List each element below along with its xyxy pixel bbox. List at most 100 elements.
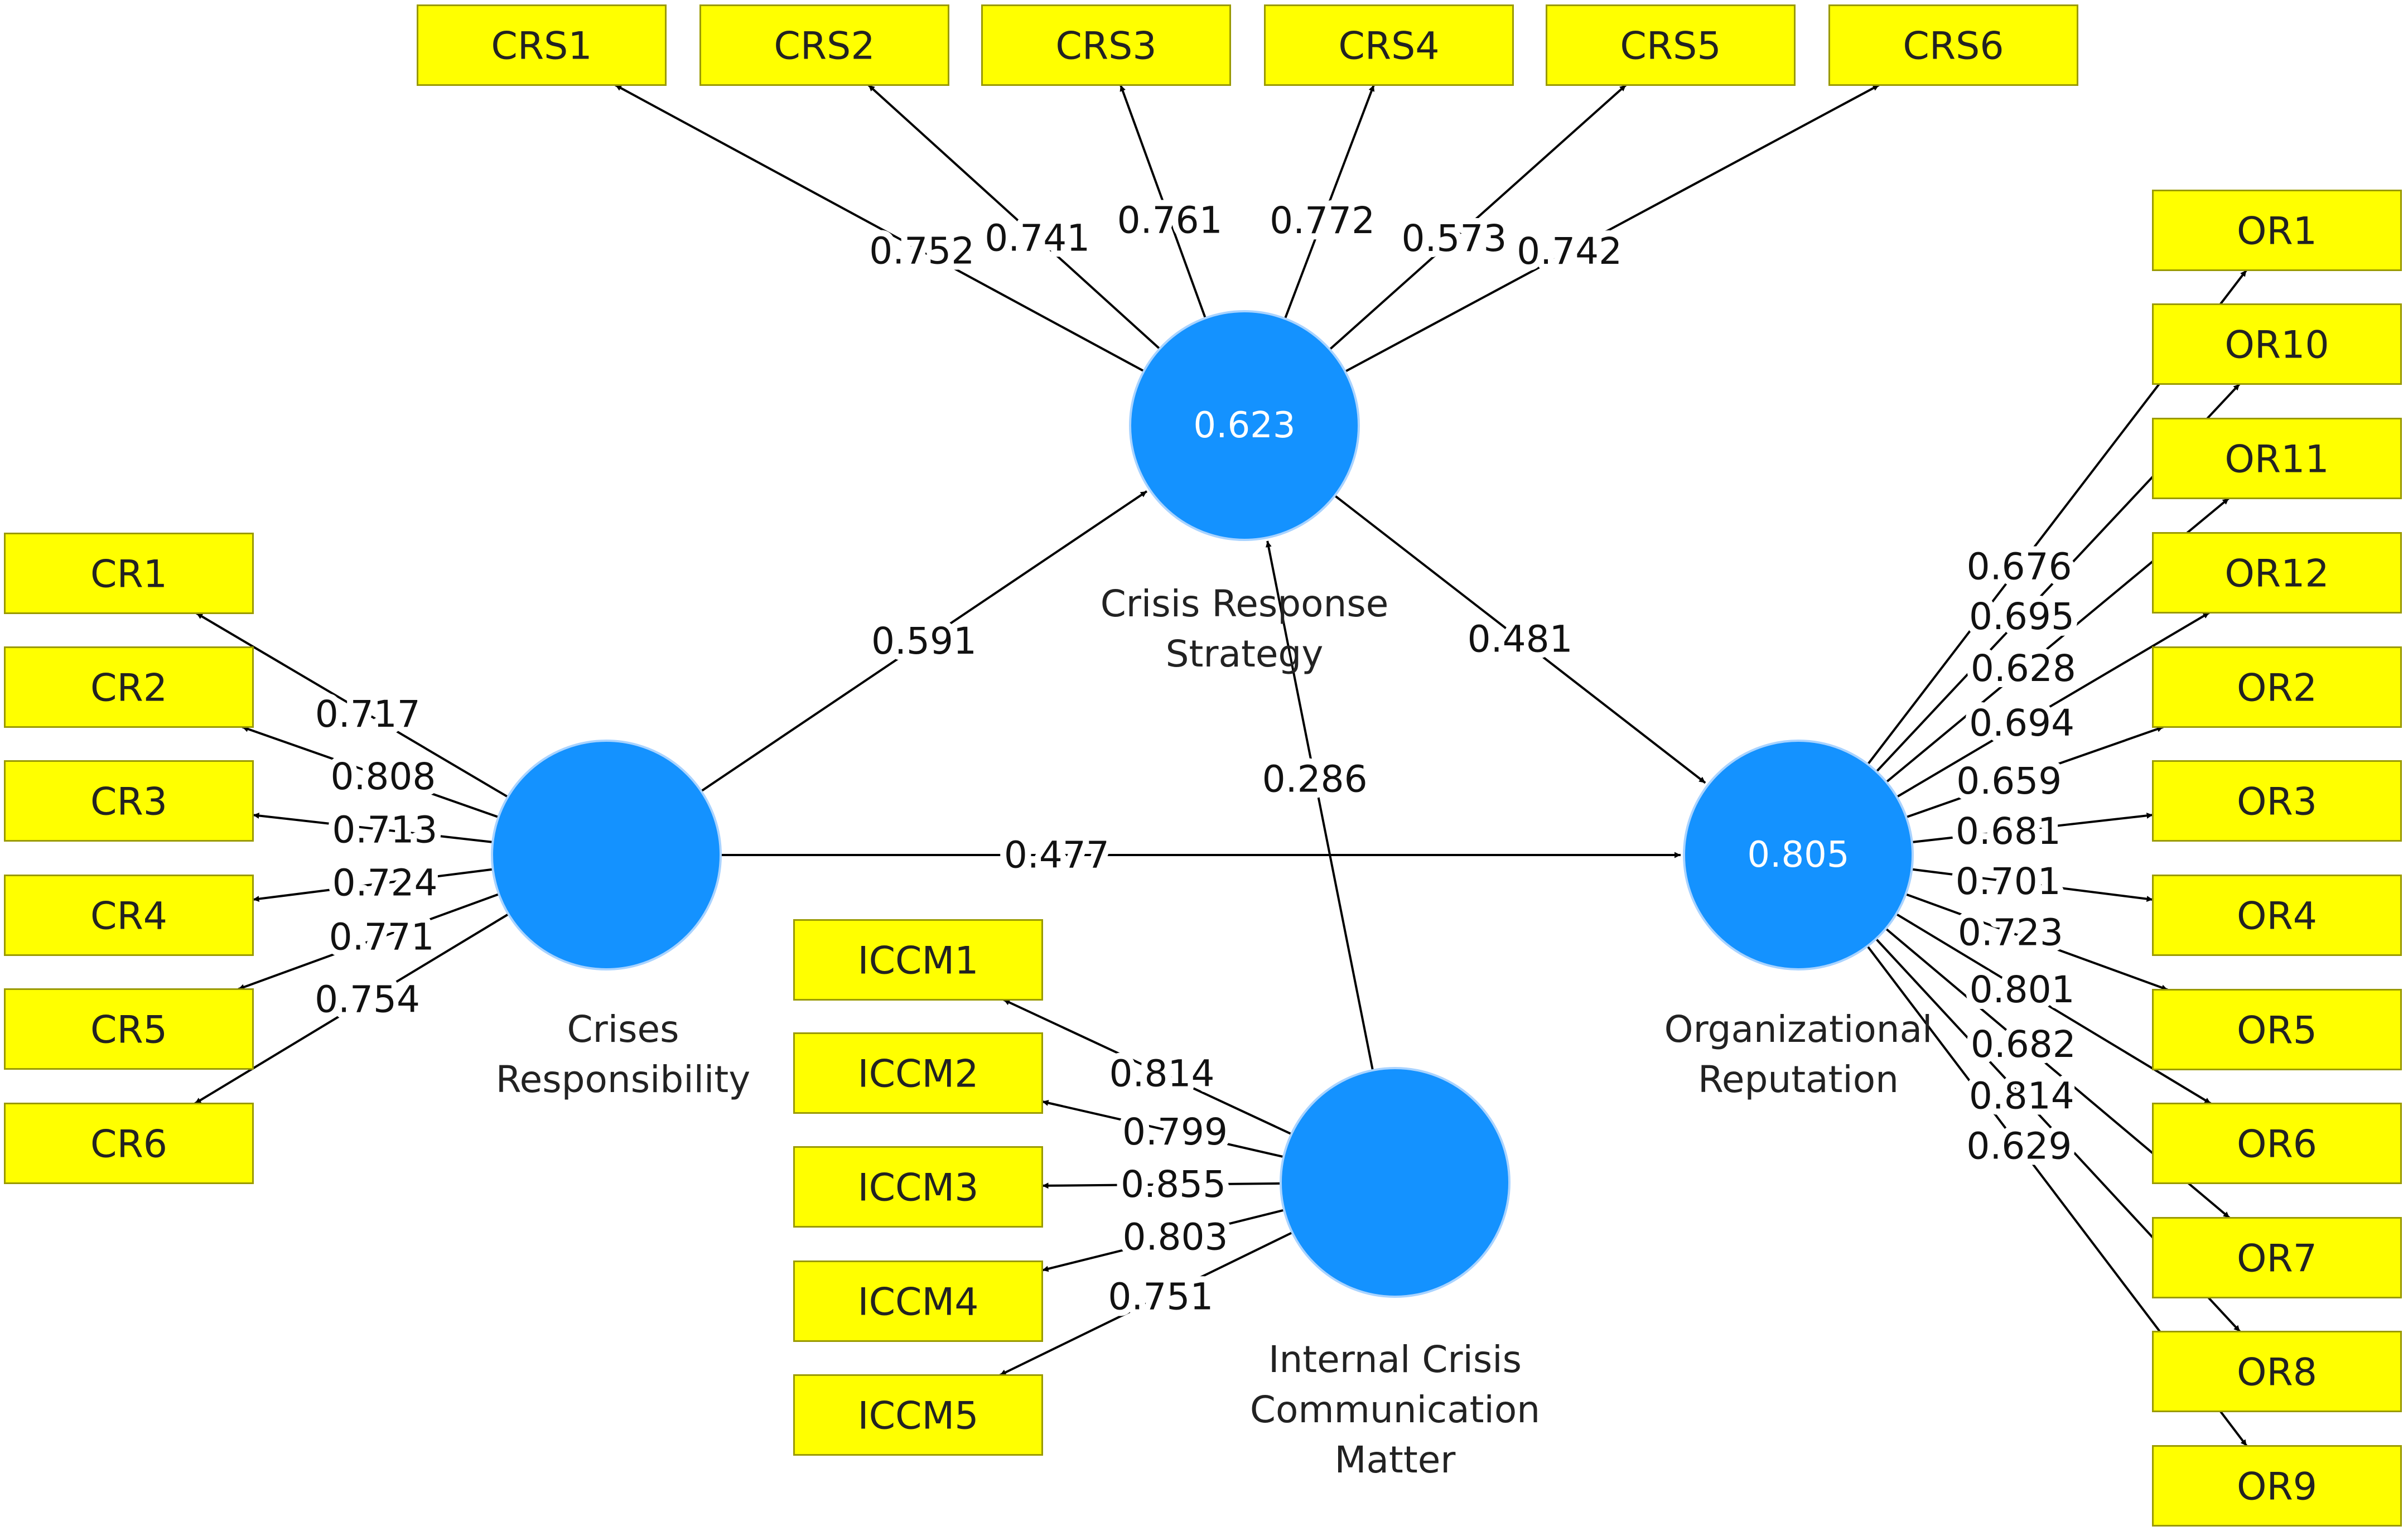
loading-line-crs5 bbox=[1329, 84, 1627, 350]
path-coef-crs-to-or: 0.481 bbox=[1468, 618, 1573, 661]
loading-label-crs1: 0.752 bbox=[869, 229, 974, 272]
indicator-box bbox=[793, 1146, 1043, 1228]
indicator-label: OR10 bbox=[2224, 323, 2329, 368]
indicator-or8[interactable]: OR8 bbox=[2152, 1331, 2402, 1412]
indicator-box bbox=[2152, 418, 2402, 499]
indicator-crs5[interactable]: CRS5 bbox=[1546, 4, 1796, 86]
construct-circle bbox=[1683, 740, 1914, 970]
indicator-label: OR11 bbox=[2224, 438, 2329, 482]
indicator-or6[interactable]: OR6 bbox=[2152, 1103, 2402, 1184]
construct-circle bbox=[1280, 1067, 1511, 1298]
indicator-or4[interactable]: OR4 bbox=[2152, 875, 2402, 956]
indicator-box bbox=[2152, 1217, 2402, 1298]
indicator-iccm2[interactable]: ICCM2 bbox=[793, 1032, 1043, 1114]
construct-name: Strategy bbox=[1166, 632, 1324, 675]
indicator-label: OR8 bbox=[2237, 1351, 2317, 1395]
indicator-cr2[interactable]: CR2 bbox=[4, 646, 254, 728]
construct-circle bbox=[491, 740, 722, 970]
indicator-cr6[interactable]: CR6 bbox=[4, 1103, 254, 1184]
loading-line-iccm2 bbox=[1042, 1100, 1284, 1158]
path-crs-to-or bbox=[1334, 495, 1706, 784]
loading-label-cr2: 0.808 bbox=[330, 755, 436, 798]
indicator-label: OR2 bbox=[2237, 667, 2317, 711]
indicator-label: CR1 bbox=[90, 553, 167, 597]
indicator-or12[interactable]: OR12 bbox=[2152, 532, 2402, 614]
loading-label-cr5: 0.771 bbox=[329, 915, 435, 958]
indicator-cr4[interactable]: CR4 bbox=[4, 875, 254, 956]
indicator-label: CRS5 bbox=[1620, 25, 1721, 69]
indicator-or10[interactable]: OR10 bbox=[2152, 303, 2402, 385]
indicator-box bbox=[1264, 4, 1514, 86]
indicator-crs3[interactable]: CRS3 bbox=[981, 4, 1231, 86]
indicator-crs4[interactable]: CRS4 bbox=[1264, 4, 1514, 86]
indicator-label: OR12 bbox=[2224, 552, 2329, 596]
indicator-box bbox=[793, 1032, 1043, 1114]
indicator-label: OR6 bbox=[2237, 1123, 2317, 1167]
indicator-crs1[interactable]: CRS1 bbox=[417, 4, 667, 86]
indicator-iccm5[interactable]: ICCM5 bbox=[793, 1374, 1043, 1456]
indicator-or7[interactable]: OR7 bbox=[2152, 1217, 2402, 1298]
indicator-or9[interactable]: OR9 bbox=[2152, 1445, 2402, 1527]
indicator-box bbox=[1546, 4, 1796, 86]
indicator-or11[interactable]: OR11 bbox=[2152, 418, 2402, 499]
construct-circle bbox=[1129, 310, 1360, 541]
construct-name: Reputation bbox=[1698, 1058, 1899, 1101]
indicator-label: ICCM3 bbox=[858, 1166, 979, 1210]
indicator-cr1[interactable]: CR1 bbox=[4, 533, 254, 614]
indicator-box bbox=[1828, 4, 2078, 86]
loading-label-or11: 0.628 bbox=[1971, 647, 2076, 690]
loading-label-crs3: 0.761 bbox=[1117, 199, 1223, 242]
indicator-label: OR4 bbox=[2237, 895, 2317, 939]
indicator-label: CR4 bbox=[90, 895, 167, 939]
loading-line-cr2 bbox=[242, 726, 499, 818]
construct-name: Responsibility bbox=[496, 1058, 751, 1101]
indicator-label: ICCM5 bbox=[858, 1394, 979, 1438]
indicator-cr3[interactable]: CR3 bbox=[4, 760, 254, 842]
loading-label-crs2: 0.741 bbox=[985, 216, 1090, 259]
indicator-label: CR6 bbox=[90, 1123, 167, 1167]
loading-line-crs1 bbox=[615, 84, 1145, 373]
indicator-label: OR1 bbox=[2237, 210, 2317, 254]
indicator-label: CRS2 bbox=[774, 25, 875, 69]
indicator-crs2[interactable]: CRS2 bbox=[699, 4, 949, 86]
indicator-box bbox=[793, 1374, 1043, 1456]
indicator-box bbox=[2152, 875, 2402, 956]
indicator-or2[interactable]: OR2 bbox=[2152, 646, 2402, 728]
indicator-iccm3[interactable]: ICCM3 bbox=[793, 1146, 1043, 1228]
indicator-box bbox=[2152, 1331, 2402, 1412]
path-iccm-to-crs bbox=[1265, 540, 1374, 1071]
indicator-iccm4[interactable]: ICCM4 bbox=[793, 1260, 1043, 1342]
indicator-cr5[interactable]: CR5 bbox=[4, 988, 254, 1070]
indicator-or5[interactable]: OR5 bbox=[2152, 989, 2402, 1070]
indicator-iccm1[interactable]: ICCM1 bbox=[793, 919, 1043, 1001]
indicator-box bbox=[793, 1260, 1043, 1342]
loading-label-iccm4: 0.803 bbox=[1122, 1216, 1228, 1259]
loading-line-or12 bbox=[1896, 611, 2210, 798]
indicator-box bbox=[2152, 303, 2402, 385]
indicator-or1[interactable]: OR1 bbox=[2152, 190, 2402, 271]
loading-line-or2 bbox=[1905, 726, 2164, 819]
indicator-or3[interactable]: OR3 bbox=[2152, 760, 2402, 842]
indicator-crs6[interactable]: CRS6 bbox=[1828, 4, 2078, 86]
loading-line-cr5 bbox=[238, 893, 500, 991]
indicator-label: ICCM2 bbox=[858, 1052, 979, 1097]
loading-label-iccm5: 0.751 bbox=[1108, 1275, 1213, 1318]
loading-label-cr3: 0.713 bbox=[332, 809, 437, 852]
loading-line-iccm5 bbox=[999, 1231, 1293, 1377]
loading-line-or3 bbox=[1912, 812, 2153, 843]
loading-line-crs4 bbox=[1283, 84, 1375, 320]
indicator-label: CRS3 bbox=[1055, 25, 1156, 69]
r-squared-value: 0.805 bbox=[1747, 834, 1849, 876]
r-squared-value: 0.623 bbox=[1193, 405, 1295, 446]
construct-name: Crisis Response bbox=[1101, 582, 1389, 625]
indicator-box bbox=[2152, 532, 2402, 614]
indicator-label: CR3 bbox=[90, 780, 167, 824]
loading-label-iccm3: 0.855 bbox=[1121, 1163, 1226, 1206]
construct-name: Matter bbox=[1335, 1438, 1456, 1481]
indicator-box bbox=[2152, 760, 2402, 842]
loading-label-or3: 0.681 bbox=[1956, 810, 2061, 853]
